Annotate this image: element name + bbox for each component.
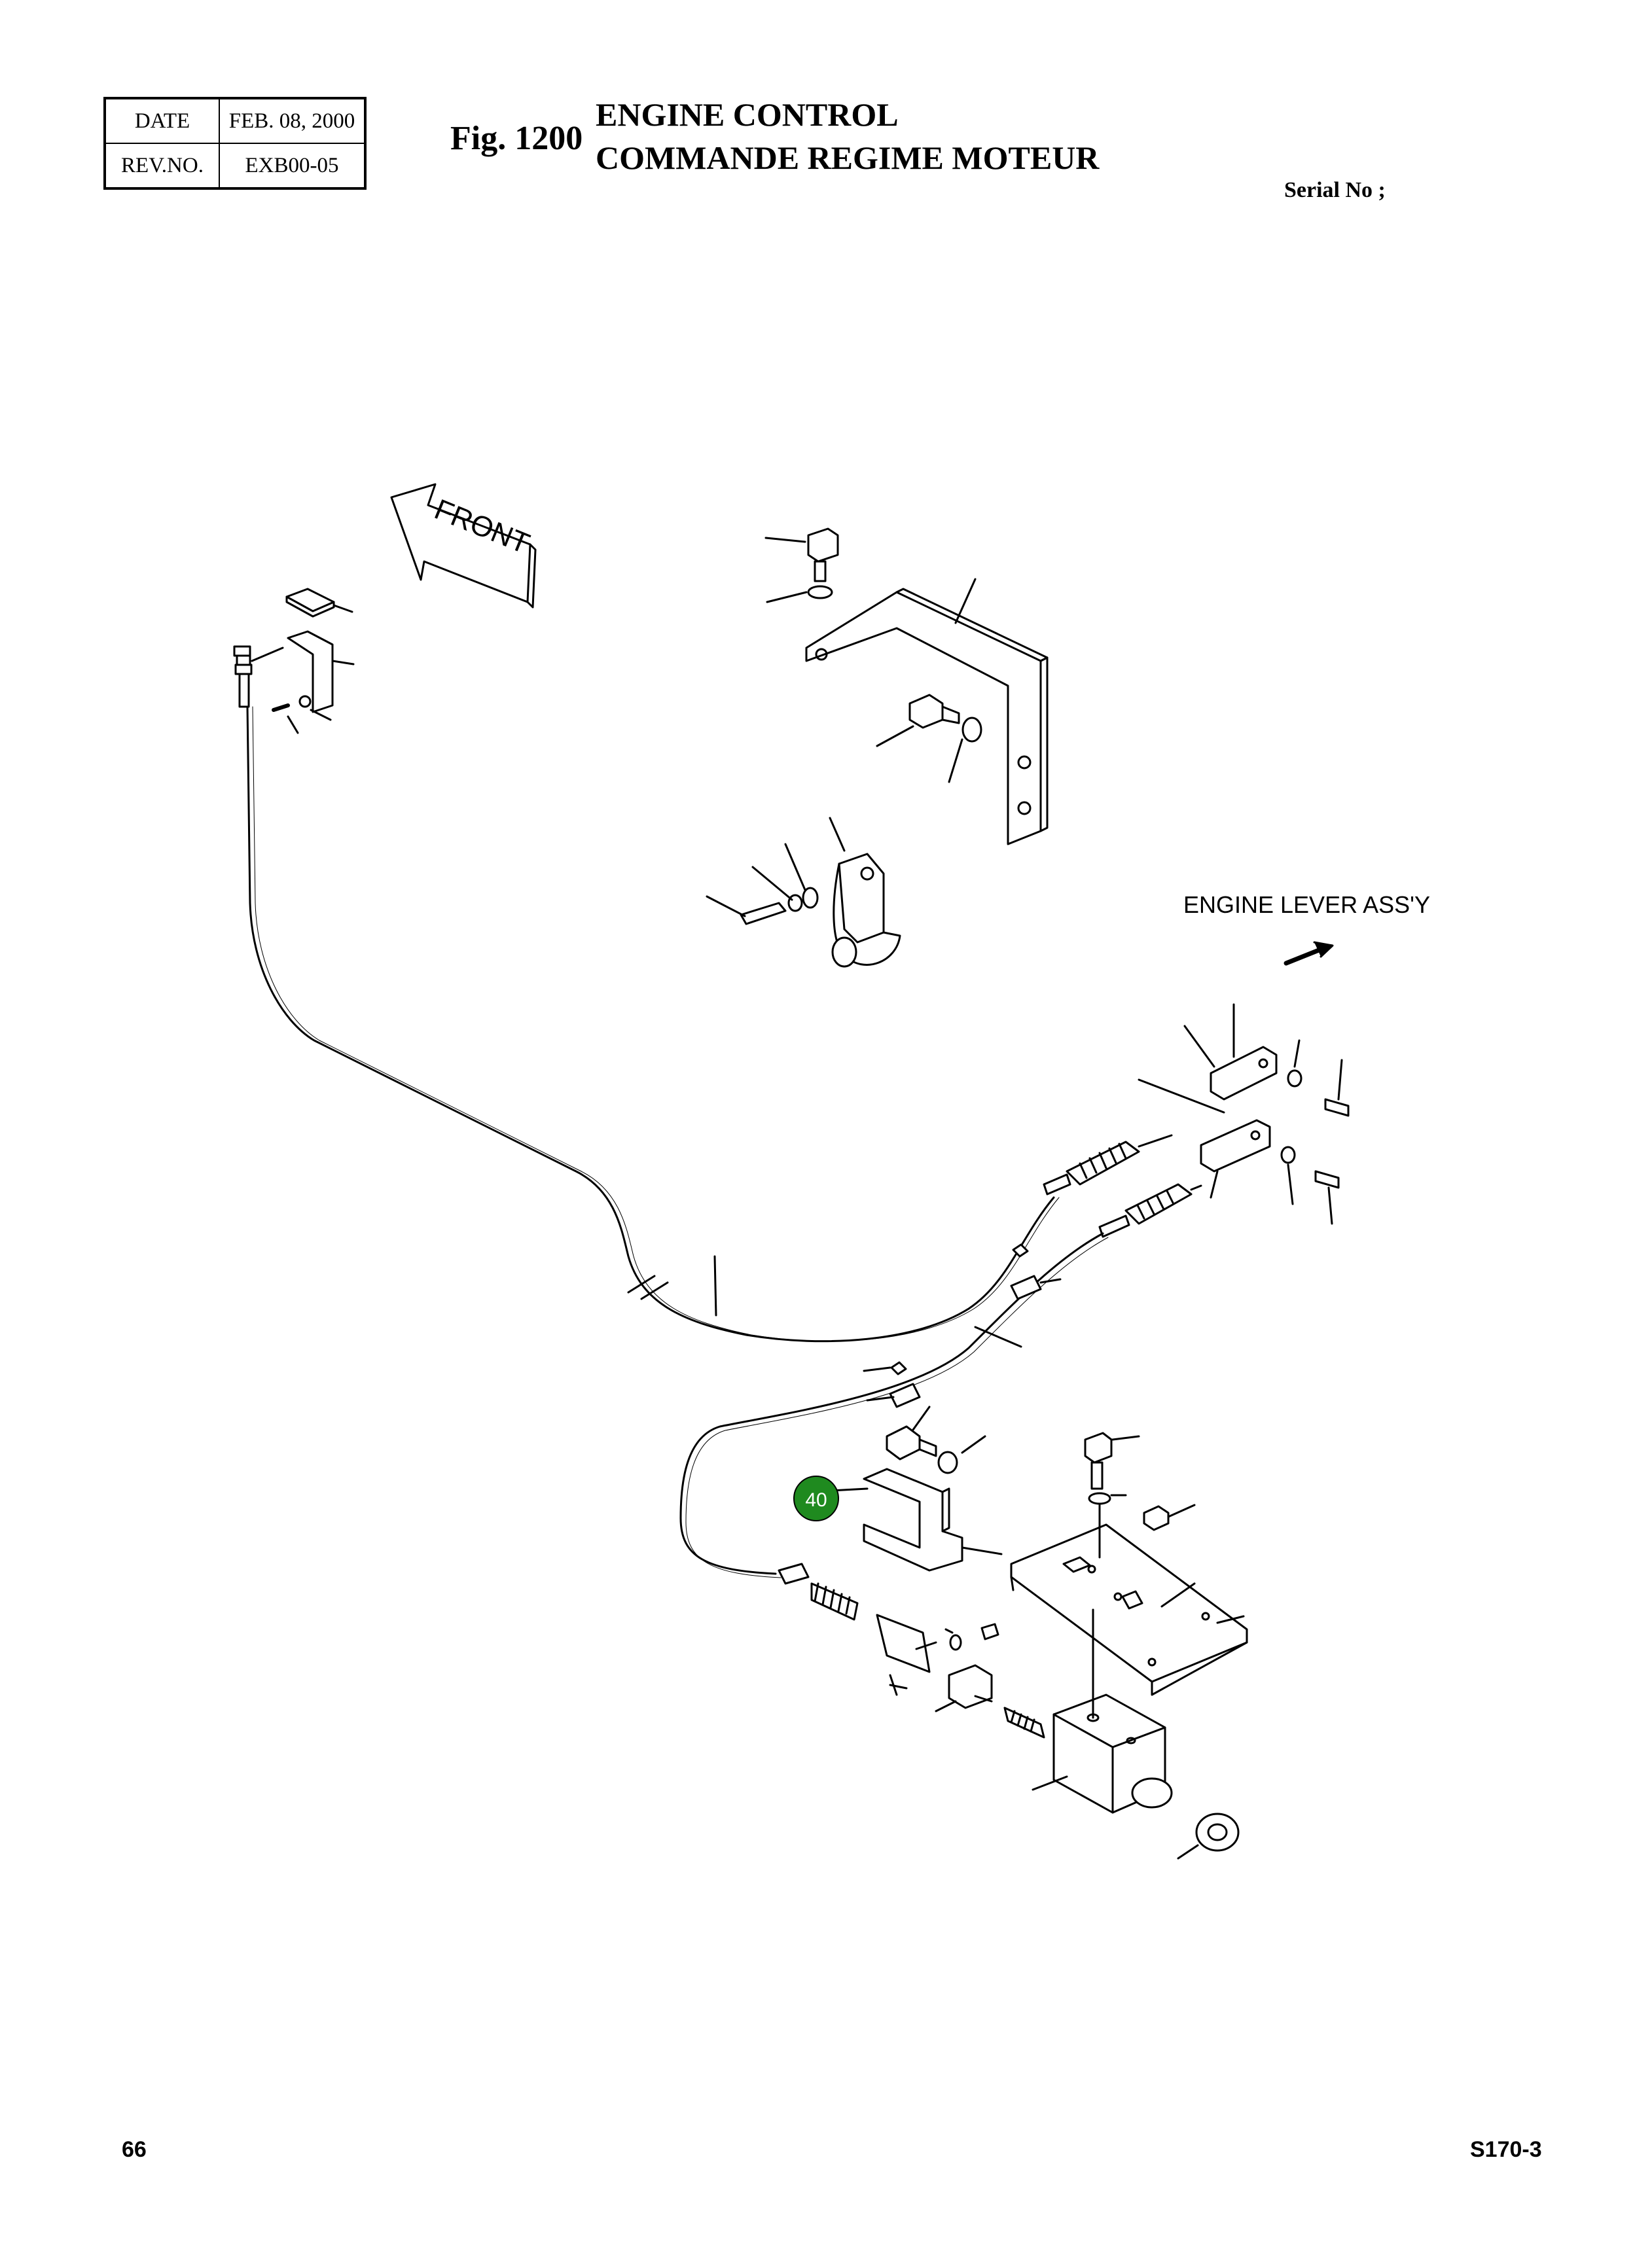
cable-spring-bottom: [778, 1563, 999, 1696]
model-number: S170-3: [1470, 2137, 1542, 2162]
cable-end-bracket: [272, 588, 355, 734]
rev-value: EXB00-05: [219, 143, 366, 189]
callout-40: 40: [793, 1476, 839, 1521]
throttle-cable-short: [679, 1232, 1104, 1575]
cable-end-fitting: [233, 645, 284, 708]
callout-40-label: 40: [805, 1489, 827, 1511]
date-value: FEB. 08, 2000: [219, 97, 366, 144]
actuator-body: [1003, 1608, 1240, 1860]
date-label: DATE: [104, 97, 220, 144]
clevis-upper: [1183, 1003, 1350, 1117]
title-french: COMMANDE REGIME MOTEUR: [596, 139, 1100, 176]
figure-number: Fig. 1200: [450, 120, 583, 157]
serial-number-label: Serial No ;: [1284, 178, 1386, 202]
direction-arrow-icon: [1284, 941, 1334, 966]
page-number: 66: [122, 2137, 147, 2162]
throttle-cable-long: [246, 705, 1055, 1343]
revision-table: DATE FEB. 08, 2000 REV.NO. EXB00-05: [103, 97, 367, 190]
mounting-bracket-upper: [805, 578, 1049, 845]
bolt-plate: [1084, 1432, 1196, 1559]
bolt-washer-lower: [886, 1406, 986, 1474]
bolt-washer-mid: [876, 694, 982, 783]
cable-spring-lower: [1098, 1183, 1202, 1238]
title-english: ENGINE CONTROL: [596, 96, 899, 133]
engine-lever-assembly-label: ENGINE LEVER ASS'Y: [1183, 891, 1430, 918]
rev-label: REV.NO.: [104, 143, 220, 189]
u-bracket-part-40: [830, 1468, 1003, 1572]
base-plate: [1010, 1523, 1248, 1696]
lever-bracket: [706, 817, 901, 968]
front-arrow-icon: FRONT: [390, 483, 537, 609]
cable-connector: [935, 1664, 993, 1712]
cable-spring-upper: [1043, 1134, 1173, 1196]
bolt-top: [764, 527, 839, 603]
clevis-lower: [1138, 1078, 1340, 1225]
